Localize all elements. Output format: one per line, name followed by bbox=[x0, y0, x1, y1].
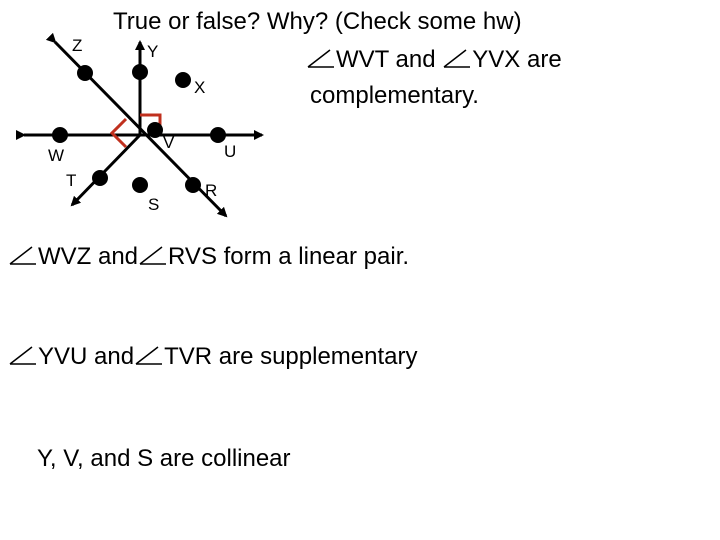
label-y: Y bbox=[147, 42, 159, 61]
statement-1-angle-2: YVX are bbox=[472, 46, 562, 73]
label-s: S bbox=[148, 195, 160, 214]
page-title: True or false? Why? (Check some hw) bbox=[113, 8, 522, 35]
point-w bbox=[52, 127, 68, 143]
statement-3: YVU and TVR are supplementary bbox=[8, 343, 418, 371]
angle-symbol-icon bbox=[135, 346, 163, 365]
angle-symbol-icon bbox=[9, 246, 36, 265]
statement-2-rest: RVS form a linear pair. bbox=[168, 243, 410, 270]
point-y bbox=[132, 64, 148, 80]
point-x bbox=[175, 72, 191, 88]
label-w: W bbox=[48, 146, 65, 165]
ray-vt bbox=[70, 133, 142, 207]
angle-symbol-icon bbox=[443, 49, 471, 68]
angle-symbol-icon bbox=[139, 246, 167, 265]
right-angle-mark-wvt bbox=[109, 117, 128, 149]
statement-3-angle-1: YVU and bbox=[38, 343, 135, 370]
statement-3-rest: TVR are supplementary bbox=[164, 343, 418, 370]
angle-symbol-icon bbox=[307, 49, 334, 68]
angle-symbol-icon bbox=[9, 346, 36, 365]
label-u: U bbox=[224, 142, 237, 161]
label-v: V bbox=[163, 133, 175, 152]
point-z bbox=[77, 65, 93, 81]
point-r bbox=[185, 177, 201, 193]
label-x: X bbox=[194, 78, 206, 97]
statement-2: WVZ and RVS form a linear pair. bbox=[8, 243, 409, 271]
point-v bbox=[147, 122, 163, 138]
statement-2-angle-1: WVZ and bbox=[38, 243, 139, 270]
label-r: R bbox=[205, 181, 218, 200]
label-t: T bbox=[66, 171, 77, 190]
label-z: Z bbox=[72, 36, 83, 55]
statement-1-angle-1: WVT and bbox=[336, 46, 436, 73]
statement-1-line-2: complementary. bbox=[310, 82, 479, 109]
point-s bbox=[132, 177, 148, 193]
statement-4: Y, V, and S are collinear bbox=[37, 445, 291, 472]
statement-1-line-1: WVT and YVX are bbox=[306, 46, 562, 74]
point-t bbox=[92, 170, 108, 186]
point-u bbox=[210, 127, 226, 143]
